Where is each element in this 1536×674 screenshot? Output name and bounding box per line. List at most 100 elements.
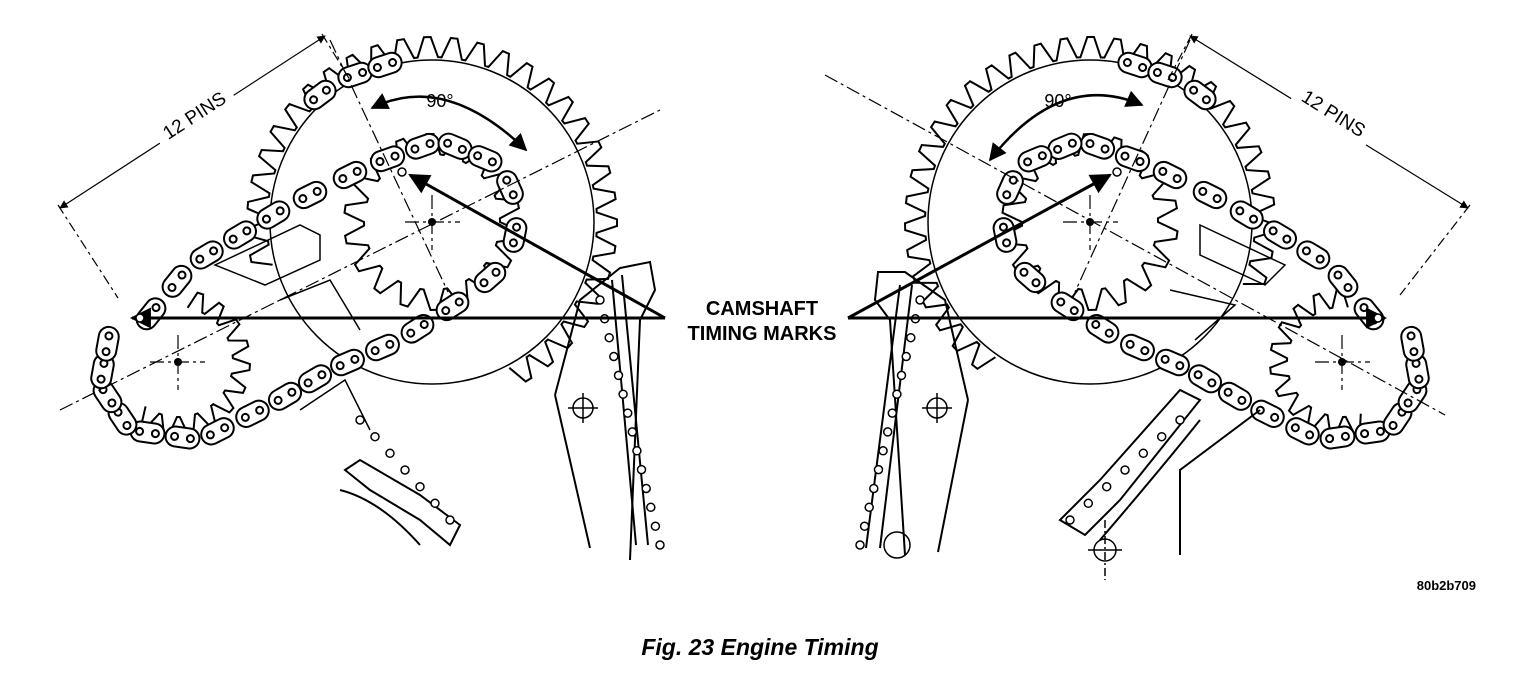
left-chain-link	[496, 170, 524, 205]
right-round-boss	[883, 531, 911, 559]
right-guide-roller	[915, 295, 925, 305]
right-chain-link	[1187, 364, 1223, 394]
left-timing-arrows	[129, 173, 666, 329]
left-chain-link	[367, 51, 403, 79]
left-guide-roller	[604, 332, 614, 343]
right-bracket	[1169, 223, 1287, 341]
right-tensioner-roller	[1156, 431, 1167, 442]
left-chain-link	[129, 420, 166, 445]
right-tensioner-roller	[1175, 415, 1185, 425]
left-pins-label-bg	[150, 80, 238, 150]
left-chain-link	[473, 261, 507, 294]
left-chain-link	[435, 291, 470, 322]
right-idler-sprocket	[1269, 288, 1362, 435]
left-guide-roller	[613, 370, 624, 381]
right-tensioner-roller	[1101, 481, 1112, 492]
right-chain-link	[996, 170, 1024, 205]
left-chain-link	[332, 160, 368, 190]
right-angle-label: 90°	[1044, 91, 1071, 111]
left-chain-link	[292, 180, 328, 210]
left-chain-link	[404, 132, 441, 160]
right-chain-link	[1354, 420, 1391, 445]
left-angle-label: 90°	[426, 91, 453, 111]
right-tensioner-roller	[1138, 448, 1149, 459]
callout-line-2: TIMING MARKS	[688, 323, 837, 345]
left-guide-roller	[636, 464, 647, 475]
right-angle-arc	[988, 90, 1144, 162]
right-guide-bolt	[922, 393, 952, 423]
left-guide-roller	[622, 408, 633, 418]
left-tensioner-roller	[415, 481, 425, 492]
left-cam-mark-dot	[397, 167, 407, 177]
left-tensioner-roller	[355, 415, 365, 425]
right-sprocket-center	[1086, 218, 1094, 226]
left-chain-link	[164, 425, 201, 450]
right-guide-roller	[906, 332, 916, 343]
right-guide-roller	[859, 521, 870, 531]
left-chain-link	[467, 145, 503, 173]
left-guide-roller	[641, 483, 651, 494]
left-chain-link	[256, 200, 291, 230]
right-guide-roller	[901, 351, 911, 362]
right-tensioner-roller	[1120, 465, 1130, 475]
left-tensioner-roller	[430, 498, 440, 509]
right-guide-roller	[892, 389, 902, 399]
right-chain-link	[1400, 325, 1425, 362]
right-chain-link	[1192, 180, 1228, 210]
right-chain-link	[1262, 220, 1298, 250]
left-idler-mark-dot	[135, 313, 145, 323]
right-timing-arrows	[847, 173, 1388, 329]
left-guide-roller	[609, 351, 619, 362]
left-chain-link	[189, 240, 224, 270]
left-chain-link	[235, 399, 270, 428]
left-chain-link	[95, 325, 120, 362]
right-chain-link	[1013, 261, 1047, 294]
left-tensioner-shoe	[339, 415, 462, 547]
right-chain-link	[1353, 297, 1385, 331]
left-guide-roller	[655, 540, 665, 550]
right-guide-roller	[873, 464, 884, 475]
right-chain-link	[1152, 160, 1188, 190]
left-guide-roller	[595, 295, 605, 305]
left-tensioner-roller	[445, 515, 455, 525]
right-chain-link	[1285, 417, 1320, 446]
callout-line-1: CAMSHAFT	[706, 298, 818, 320]
right-cam-mark-dot	[1112, 167, 1122, 177]
left-idler-sprocket	[140, 291, 252, 435]
right-guide-roller	[887, 408, 898, 418]
right-centerlines	[824, 39, 1446, 416]
left-guide-roller	[646, 502, 656, 513]
figure-caption: Fig. 23 Engine Timing	[641, 634, 878, 660]
left-idler-center	[174, 358, 182, 366]
right-chain-link	[1296, 240, 1331, 270]
left-guide-roller	[618, 389, 628, 399]
right-chain-link	[1327, 264, 1359, 298]
right-tensioner-roller	[1083, 498, 1094, 509]
right-guide-roller	[896, 370, 907, 381]
left-chain-link	[365, 333, 400, 362]
left-chain-link	[267, 381, 303, 411]
left-tensioner-roller	[370, 431, 380, 442]
left-angle-arc	[370, 93, 528, 152]
right-tensioner-roller	[1065, 515, 1075, 525]
right-lower-bolt	[1088, 520, 1122, 580]
left-chain-link	[200, 417, 235, 446]
left-guide-roller	[650, 521, 661, 531]
right-timing-chain	[992, 51, 1430, 450]
right-chain-link	[1155, 348, 1190, 377]
left-sprocket-center	[428, 218, 436, 226]
left-tensioner-roller	[400, 465, 410, 475]
right-chain-link	[1050, 291, 1085, 322]
figure-reference-code: 80b2b709	[1417, 578, 1476, 593]
camshaft-timing-marks-callout: CAMSHAFT TIMING MARKS	[683, 295, 843, 345]
right-chain-link	[1250, 399, 1285, 428]
left-chain-link	[222, 220, 258, 250]
right-tensioner-shoe	[1058, 388, 1261, 555]
left-chain-link	[303, 79, 337, 111]
right-chain-link	[1217, 381, 1253, 411]
right-bank-assembly: 12 PINS 90°	[824, 33, 1471, 580]
right-chain-guide	[855, 271, 969, 556]
left-bank-assembly: 12 PINS 90°	[57, 33, 666, 561]
left-chain-link	[161, 264, 193, 298]
